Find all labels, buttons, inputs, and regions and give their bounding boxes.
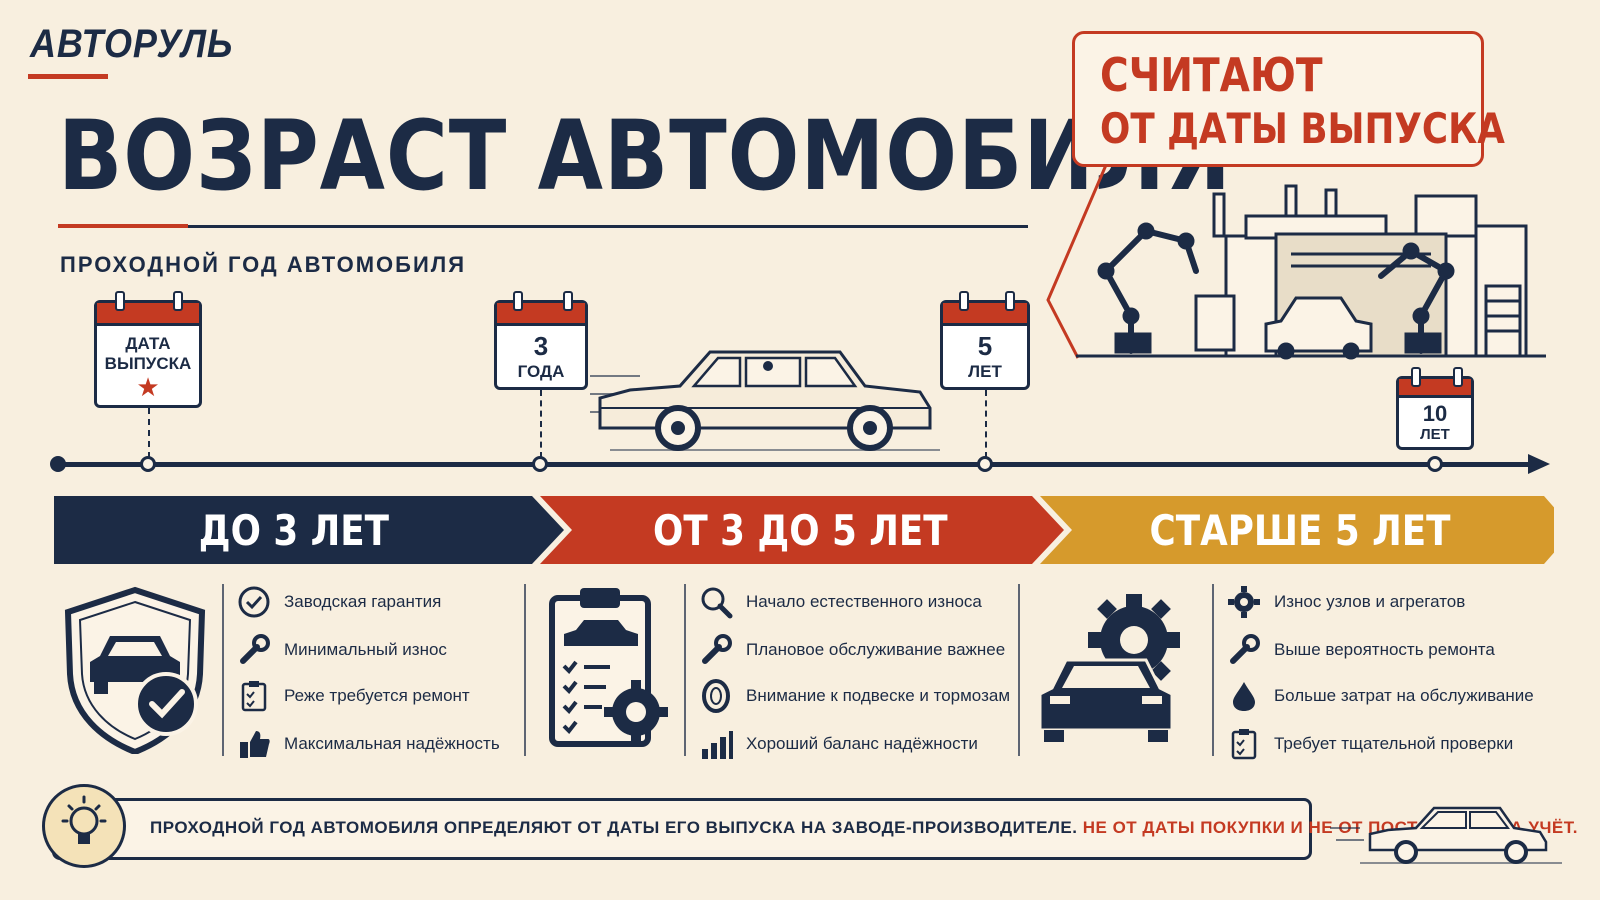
brand-logo: АВТОРУЛЬ [30, 22, 234, 66]
timeline-arrow-icon [1528, 454, 1550, 474]
divider-stage1 [222, 584, 224, 756]
feature-inspection: Требует тщательной проверки [1226, 726, 1513, 762]
brand-underline [28, 74, 108, 79]
magnifier-icon [698, 584, 734, 620]
divider-stage3-left [1018, 584, 1020, 756]
footer-note-main: ПРОХОДНОЙ ГОД АВТОМОБИЛЯ ОПРЕДЕЛЯЮТ ОТ Д… [150, 818, 1078, 837]
calendar-release-line1: ДАТА [125, 334, 171, 353]
feature-text: Плановое обслуживание важнее [746, 640, 1006, 659]
calendar-release-line2: ВЫПУСКА [104, 353, 192, 373]
calendar-3-years: 3 ГОДА [494, 291, 588, 390]
calendar-3-unit: ГОДА [517, 361, 565, 381]
checklist-gear-icon [549, 588, 668, 747]
feature-natural-wear: Начало естественного износа [698, 584, 982, 620]
feature-text: Износ узлов и агрегатов [1274, 592, 1466, 611]
factory-illustration [1076, 184, 1546, 360]
divider-stage3-right [1212, 584, 1214, 756]
timeline-start-dot [50, 456, 66, 472]
callout-box [1072, 31, 1484, 167]
feature-text: Начало естественного износа [746, 592, 982, 611]
feature-reliability: Максимальная надёжность [236, 726, 500, 762]
bars-icon [698, 726, 734, 762]
calendar-release-date: ДАТА ВЫПУСКА ★ [94, 291, 202, 408]
stage-label-over-5: СТАРШЕ 5 ЛЕТ [1149, 505, 1451, 555]
connector-3 [540, 390, 542, 458]
callout-line2: ОТ ДАТЫ ВЫПУСКА [1100, 104, 1505, 153]
car-gear-icon [1038, 594, 1180, 742]
calendar-10-unit: ЛЕТ [1420, 426, 1450, 444]
timeline-dot-5 [977, 456, 993, 472]
feature-text: Выше вероятность ремонта [1274, 640, 1495, 659]
lightbulb-badge [42, 784, 126, 868]
stage-banner-3-to-5: ОТ 3 ДО 5 ЛЕТ [560, 496, 1040, 564]
drop-icon [1226, 678, 1262, 714]
calendar-5-number: 5 [977, 331, 993, 361]
clipboard-icon [1226, 726, 1262, 762]
callout-line1: СЧИТАЮТ [1100, 48, 1323, 102]
small-car-icon [1330, 806, 1562, 864]
calendar-10-years: 10 ЛЕТ [1396, 367, 1474, 450]
stage-banner-under-3: ДО 3 ЛЕТ [54, 496, 534, 564]
calendar-5-years: 5 ЛЕТ [940, 291, 1030, 390]
feature-text: Требует тщательной проверки [1274, 734, 1514, 753]
feature-repair-probability: Выше вероятность ремонта [1226, 632, 1495, 668]
thumbs-up-icon [236, 726, 272, 762]
connector-5 [985, 390, 987, 458]
feature-less-repair: Реже требуется ремонт [236, 678, 470, 714]
feature-service-costs: Больше затрат на обслуживание [1226, 678, 1534, 714]
footer-note-box [52, 798, 1312, 860]
feature-balance: Хороший баланс надёжности [698, 726, 978, 762]
connector-release [148, 408, 150, 458]
calendar-3-number: 3 [533, 331, 549, 361]
star-icon: ★ [136, 372, 160, 403]
stage-banner-over-5: СТАРШЕ 5 ЛЕТ [1060, 496, 1540, 564]
page-subtitle: ПРОХОДНОЙ ГОД АВТОМОБИЛЯ [60, 252, 467, 277]
feature-text: Заводская гарантия [284, 592, 442, 611]
stage-label-under-3: ДО 3 ЛЕТ [198, 505, 390, 555]
timeline-dot-3 [532, 456, 548, 472]
stage-label-3-to-5: ОТ 3 ДО 5 ЛЕТ [652, 505, 948, 555]
feature-planned-service: Плановое обслуживание важнее [698, 632, 1005, 668]
feature-text: Хороший баланс надёжности [746, 734, 978, 753]
title-accent-line [58, 224, 188, 228]
divider-stage2-right [684, 584, 686, 756]
wrench-icon [1226, 632, 1262, 668]
title-divider [188, 225, 1028, 228]
page-title: ВОЗРАСТ АВТОМОБИЛЯ [58, 100, 1232, 212]
feature-wear-units: Износ узлов и агрегатов [1226, 584, 1465, 620]
stage-banners-shapes [54, 496, 1554, 564]
feature-text: Минимальный износ [284, 640, 447, 659]
callout-pointer [1046, 164, 1108, 359]
check-circle-icon [236, 584, 272, 620]
clipboard-icon [236, 678, 272, 714]
timeline-axis [60, 462, 1540, 467]
feature-minimal-wear: Минимальный износ [236, 632, 447, 668]
feature-text: Реже требуется ремонт [284, 686, 470, 705]
timeline-dot-release [140, 456, 156, 472]
calendar-5-unit: ЛЕТ [968, 361, 1002, 381]
timeline-dot-10 [1427, 456, 1443, 472]
lightbulb-icon [61, 795, 107, 844]
calendar-10-number: 10 [1422, 401, 1448, 426]
feature-warranty: Заводская гарантия [236, 584, 441, 620]
wrench-icon [698, 632, 734, 668]
shield-car-icon [64, 586, 206, 754]
gear-icon [1226, 584, 1262, 620]
feature-text: Больше затрат на обслуживание [1274, 686, 1534, 705]
feature-suspension-brakes: Внимание к подвеске и тормозам [698, 678, 1010, 714]
feature-text: Внимание к подвеске и тормозам [746, 686, 1011, 705]
feature-text: Максимальная надёжность [284, 734, 500, 753]
wrench-icon [236, 632, 272, 668]
divider-stage2-left [524, 584, 526, 756]
sedan-car-illustration [590, 350, 940, 451]
tire-icon [698, 678, 734, 714]
